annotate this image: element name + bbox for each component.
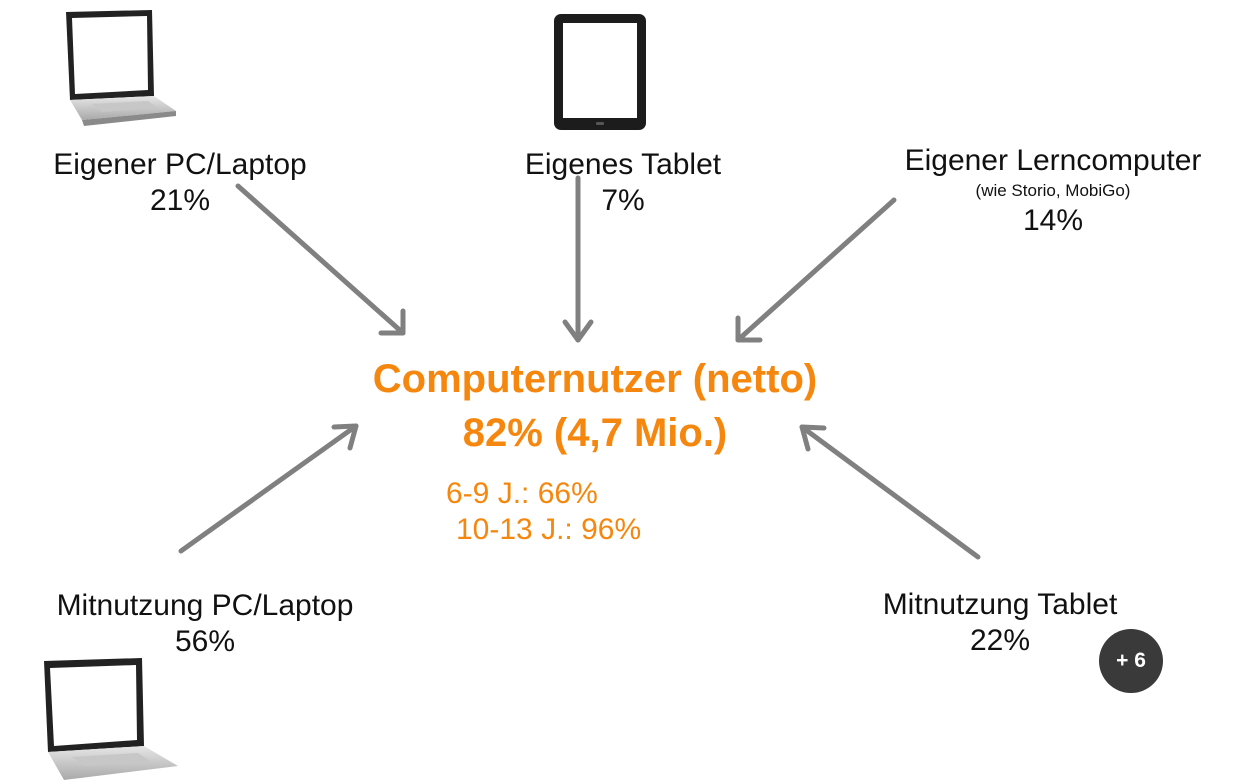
node-learning-computer: Eigener Lerncomputer (wie Storio, MobiGo… xyxy=(858,143,1242,239)
arrow-shared-pc-to-center xyxy=(178,423,359,554)
node-percent: 14% xyxy=(1022,204,1084,237)
node-percent: 56% xyxy=(174,625,236,658)
arrow-tablet-to-center xyxy=(562,175,594,343)
node-title: Mitnutzung Tablet xyxy=(882,588,1118,621)
age-breakdown: 6-9 J.: 66% 10-13 J.: 96% xyxy=(446,476,641,548)
node-title: Eigener Lerncomputer xyxy=(904,144,1202,177)
node-note: (wie Storio, MobiGo) xyxy=(975,181,1131,200)
laptop-icon xyxy=(66,10,176,126)
more-badge[interactable]: + 6 xyxy=(1099,629,1163,693)
node-percent: 22% xyxy=(969,624,1031,657)
center-value: 82% (4,7 Mio.) xyxy=(462,411,728,455)
arrow-learning-to-center xyxy=(735,197,897,343)
center-result: Computernutzer (netto) 82% (4,7 Mio.) xyxy=(290,352,900,460)
node-title: Mitnutzung PC/Laptop xyxy=(56,589,354,622)
center-title: Computernutzer (netto) xyxy=(372,357,818,401)
node-tablet: Eigenes Tablet 7% xyxy=(478,147,768,219)
laptop-icon xyxy=(44,658,178,780)
node-pc-laptop: Eigener PC/Laptop 21% xyxy=(10,147,350,219)
age-group-10-13: 10-13 J.: 96% xyxy=(456,513,642,546)
arrow-shared-tablet-to-center xyxy=(799,424,981,560)
node-percent: 7% xyxy=(601,184,645,217)
arrow-pc-to-center xyxy=(235,183,406,336)
node-title: Eigenes Tablet xyxy=(524,148,722,181)
node-title: Eigener PC/Laptop xyxy=(53,148,307,181)
node-shared-tablet: Mitnutzung Tablet 22% xyxy=(840,587,1160,659)
node-shared-pc-laptop: Mitnutzung PC/Laptop 56% xyxy=(5,588,405,660)
node-percent: 21% xyxy=(149,184,211,217)
tablet-icon xyxy=(554,14,646,130)
age-group-6-9: 6-9 J.: 66% xyxy=(446,477,598,510)
